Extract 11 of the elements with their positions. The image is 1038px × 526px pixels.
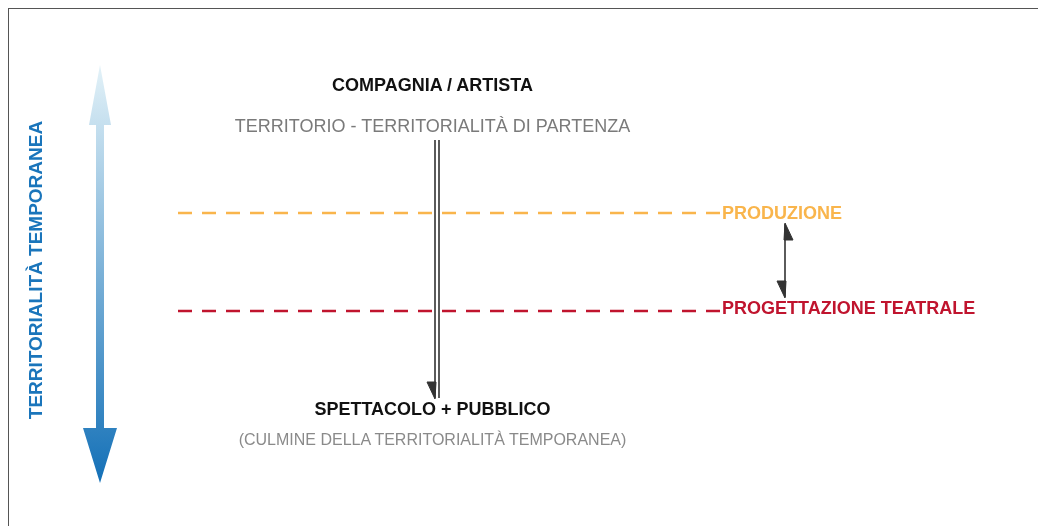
dashed-line — [178, 211, 720, 215]
arrow — [776, 222, 794, 299]
node-subtitle: TERRITORIO - TERRITORIALITÀ DI PARTENZA — [233, 115, 632, 137]
node-label: PRODUZIONE — [722, 202, 843, 224]
node-heading: SPETTACOLO + PUBBLICO — [313, 398, 552, 420]
node-heading: COMPAGNIA / ARTISTA — [331, 74, 534, 96]
node-label: PROGETTAZIONE TEATRALE — [722, 297, 977, 319]
node-subtitle: (CULMINE DELLA TERRITORIALITÀ TEMPORANEA) — [237, 429, 628, 450]
arrow — [426, 139, 440, 400]
dashed-line — [178, 309, 720, 313]
axis-label: TERRITORIALITÀ TEMPORANEA — [25, 120, 47, 420]
